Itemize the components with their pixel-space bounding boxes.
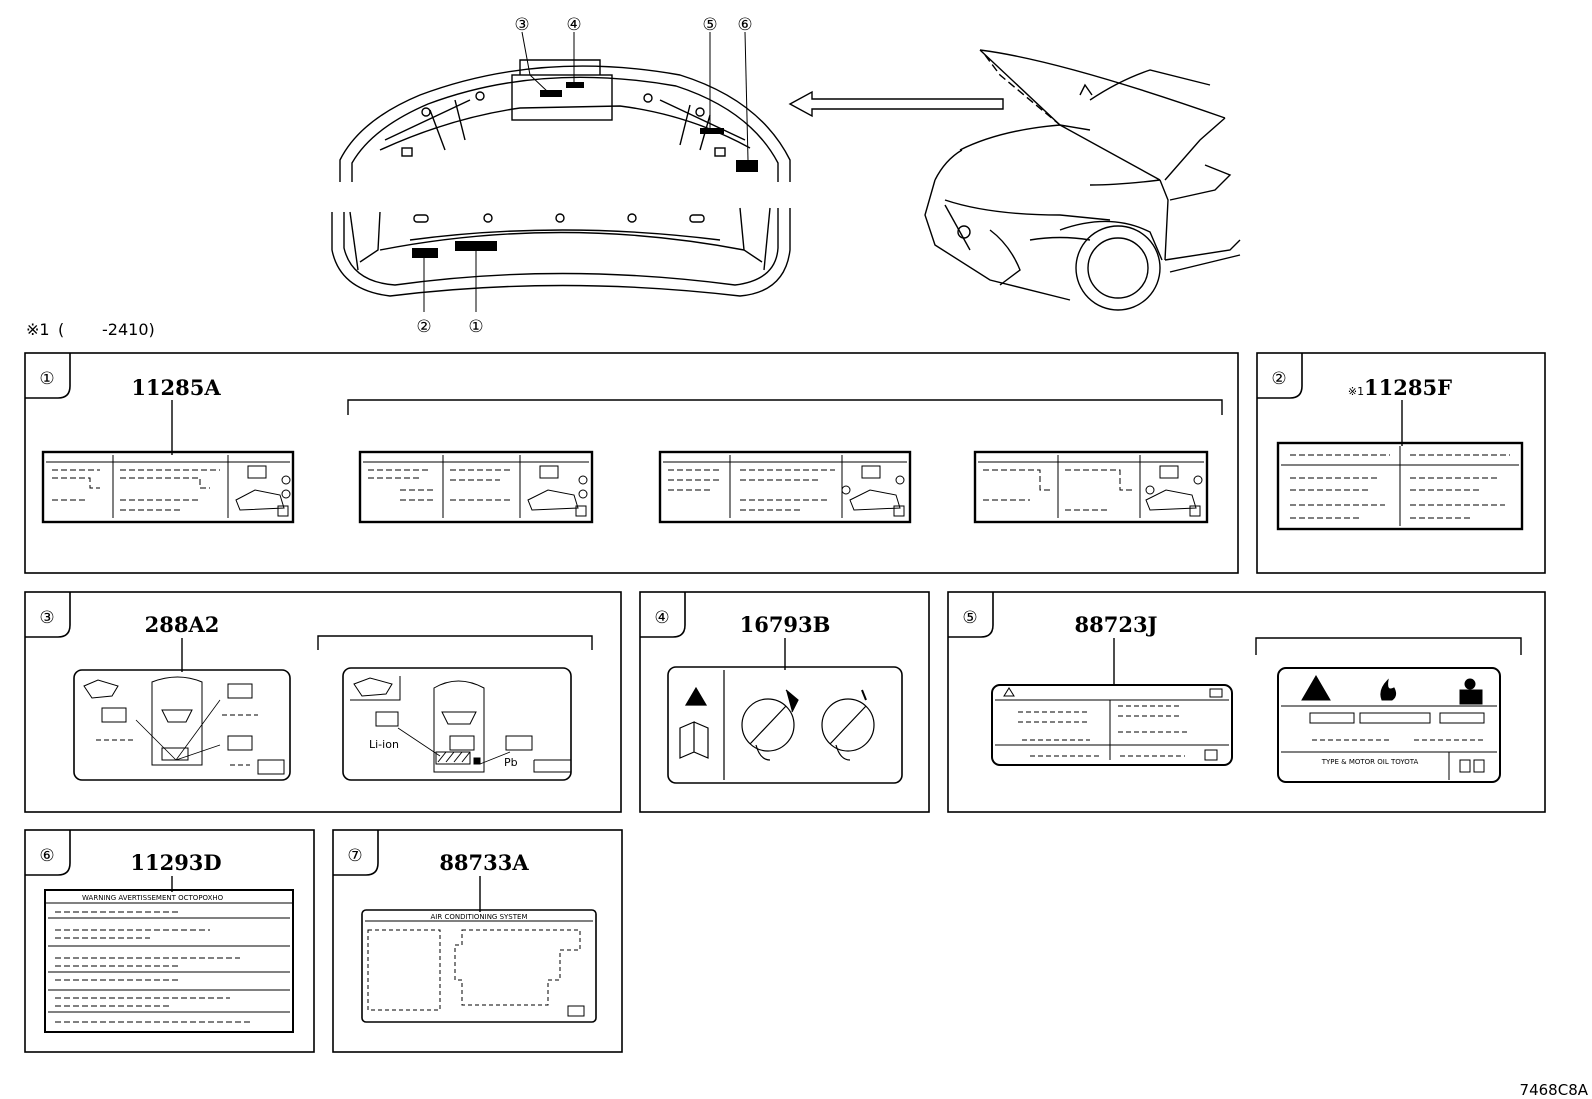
- part-number-11285A: 11285A: [131, 375, 221, 400]
- panel-frames: [24, 352, 1546, 1053]
- panel-callout-4: ④: [654, 608, 669, 628]
- part-number-88733A: 88733A: [439, 850, 529, 875]
- panel-2: ※1 11285F: [1276, 375, 1524, 531]
- cooling-label-a: [991, 684, 1233, 766]
- top-leader-lines: [423, 31, 749, 312]
- note-mark-panel-2: ※1: [1348, 385, 1364, 398]
- ac-label-header: AIR CONDITIONING SYSTEM: [431, 913, 528, 921]
- callout-2-bottom: ②: [416, 317, 431, 337]
- panel-1: 11285A: [41, 375, 1223, 524]
- panel-5: 88723J: [991, 612, 1522, 783]
- panel-3: 288A2: [73, 612, 593, 781]
- warning-label-header: WARNING AVERTISSEMENT OCTOPOXHO: [82, 894, 224, 902]
- panel-4: 16793B: [667, 612, 903, 784]
- panel-callout-5: ⑤: [962, 608, 977, 628]
- cooling-label-b-footer: TYPE & MOTOR OIL TOYOTA: [1321, 758, 1419, 766]
- panel-callouts: ① ② ③ ④ ⑤ ⑥ ⑦: [39, 369, 1286, 866]
- part-number-11285F: 11285F: [1364, 375, 1452, 400]
- emission-label-c: [658, 450, 912, 524]
- note-range: -2410): [102, 320, 155, 339]
- emission-label-a: [41, 450, 295, 524]
- hood-underside-view: [331, 59, 791, 297]
- part-number-88723J: 88723J: [1075, 612, 1158, 637]
- diagram-ref-code: 7468C8A: [1520, 1081, 1589, 1099]
- cooling-label-b: [1277, 667, 1501, 783]
- callout-6-top: ⑥: [737, 15, 752, 35]
- panel-7: 88733A AIR CONDITIONING SYSTEM: [361, 850, 597, 1023]
- top-callouts: ③ ④ ⑤ ⑥ ② ①: [416, 15, 752, 337]
- emission-label-d: [973, 450, 1209, 524]
- note-mark: ※1: [26, 320, 50, 339]
- emission-labels-variants: [41, 450, 1209, 524]
- battery-label-a: [73, 669, 291, 781]
- part-number-11293D: 11293D: [130, 850, 221, 875]
- callout-4-top: ④: [566, 15, 581, 35]
- part-number-16793B: 16793B: [740, 612, 831, 637]
- callout-5-top: ⑤: [702, 15, 717, 35]
- panel-callout-1: ①: [39, 369, 54, 389]
- panel-callout-2: ②: [1271, 369, 1286, 389]
- emission-label-b: [358, 450, 594, 524]
- callout-1-bottom: ①: [468, 317, 483, 337]
- battery-label-pb: Pb: [504, 756, 518, 769]
- direction-arrow: [788, 90, 1004, 118]
- panel-callout-6: ⑥: [39, 846, 54, 866]
- battery-label-b: [342, 667, 572, 781]
- note-line: ※1 ( -2410): [26, 320, 155, 339]
- panel-callout-3: ③: [39, 608, 54, 628]
- note-open: (: [58, 320, 64, 339]
- callout-3-top: ③: [514, 15, 529, 35]
- part-number-288A2: 288A2: [145, 612, 220, 637]
- panel-6: 11293D WARNING AVERTISSEMENT OCTOPOXHO: [44, 850, 294, 1033]
- battery-label-liion: Li-ion: [369, 738, 399, 751]
- panel-callout-7: ⑦: [347, 846, 362, 866]
- car-front-with-open-hood: [924, 49, 1241, 311]
- label-location-marks: [412, 82, 758, 258]
